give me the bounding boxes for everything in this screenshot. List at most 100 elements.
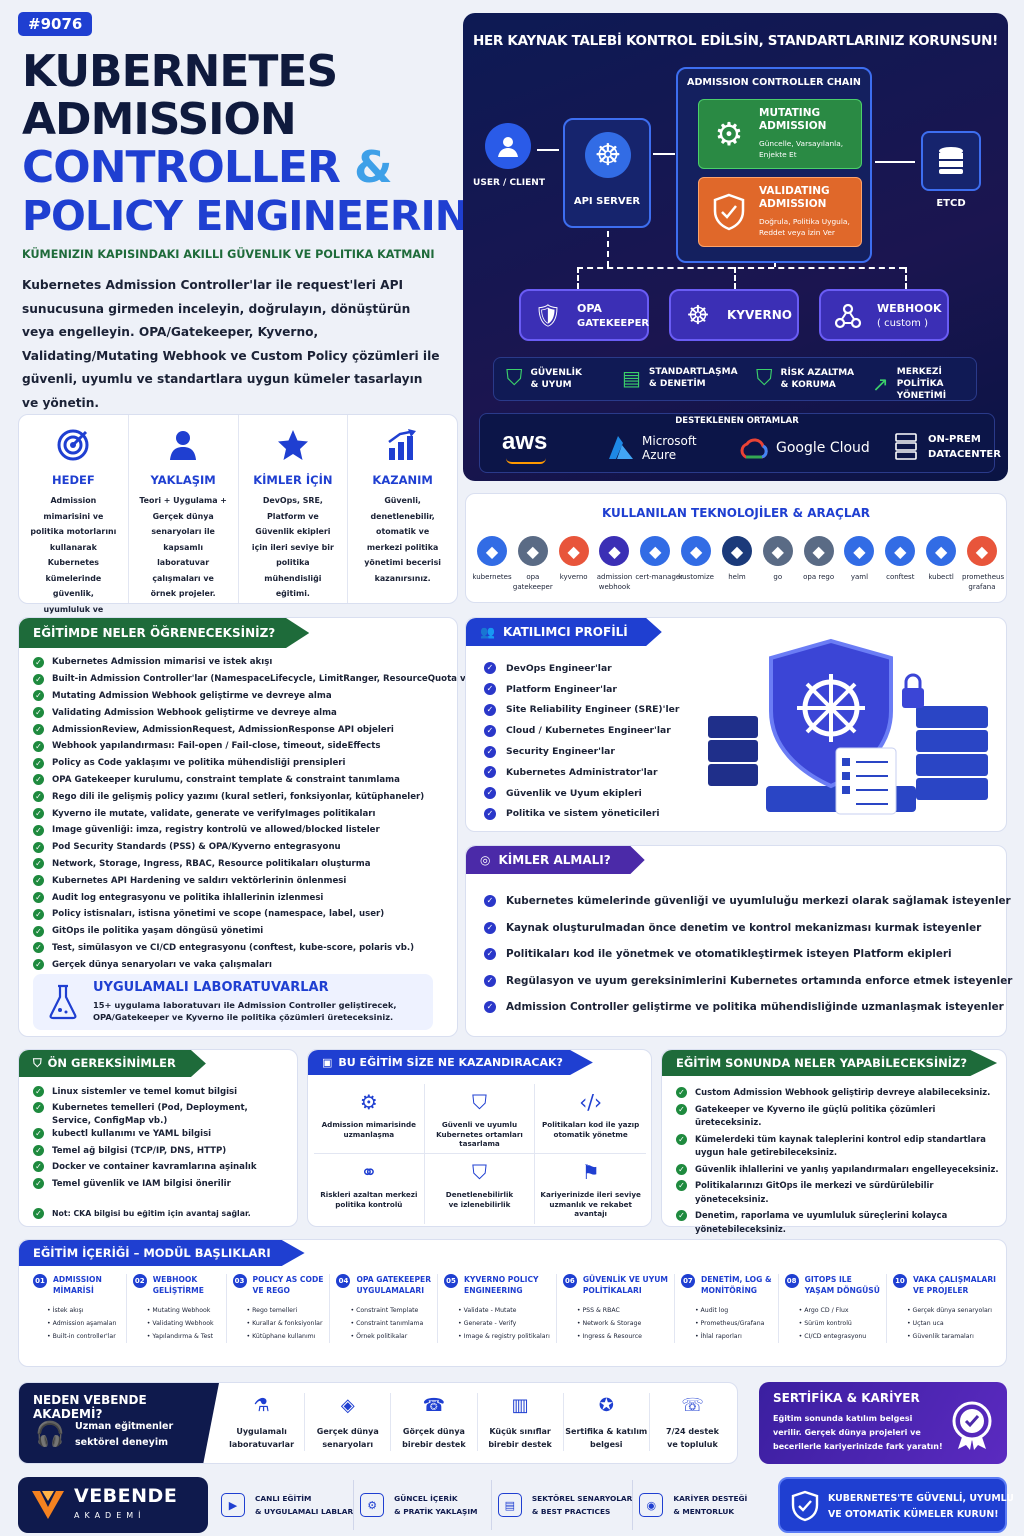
check-icon: ✓ — [33, 656, 44, 668]
benefit-title: RİSK AZALTMA — [780, 367, 855, 378]
check-icon: ✓ — [33, 707, 44, 719]
check-icon: ✓ — [676, 1210, 687, 1221]
list-item: ✓Docker ve container kavramlarına aşinal… — [33, 1161, 263, 1177]
tool-label: conftest — [886, 573, 915, 581]
module-subtopic: • Generate - Verify — [458, 1320, 517, 1327]
tool-item: ◆yaml — [839, 536, 879, 592]
check-icon: ✓ — [484, 948, 496, 961]
check-icon: ✓ — [484, 683, 496, 696]
footer-feature: ▶CANLI EĞİTİM& UYGULAMALI LABLAR — [215, 1480, 355, 1530]
list-item-text: Kyverno ile mutate, validate, generate v… — [52, 808, 376, 819]
list-item: ✓Kyverno ile mutate, validate, generate … — [33, 805, 479, 822]
prereq-note: ✓Not: CKA bilgisi bu eğitim için avantaj… — [33, 1208, 251, 1219]
list-item: ✓Built-in Admission Controller'lar (Name… — [33, 671, 479, 688]
check-icon: ✓ — [33, 824, 44, 836]
prereq-title-text: ÖN GEREKSİNİMLER — [47, 1056, 176, 1070]
cert-title: SERTİFİKA & KARİYER — [773, 1391, 920, 1405]
api-server-label: API SERVER — [573, 196, 641, 207]
list-item-text: Test, simülasyon ve CI/CD entegrasyonu (… — [52, 942, 415, 953]
list-item-text: OPA Gatekeeper kurulumu, constraint temp… — [52, 774, 400, 785]
check-icon: ✓ — [484, 1001, 496, 1014]
module-subtopics: • PSS & RBAC• Network & Storage• Ingress… — [563, 1304, 668, 1343]
intro-text: Kubernetes Admission Controller'lar ile … — [22, 278, 440, 410]
list-item: ✓Platform Engineer'lar — [484, 679, 679, 700]
tool-icon: ◆ — [517, 536, 548, 566]
trainer-icon: 🎧 — [35, 1420, 65, 1448]
list-item: ✓Gerçek dünya senaryoları ve vaka çalışm… — [33, 956, 479, 973]
list-item: ✓Politika ve sistem yöneticileri — [484, 804, 679, 825]
tool-label: opa rego — [803, 573, 835, 581]
list-item-text: Validating Admission Webhook geliştirme … — [52, 707, 337, 718]
network-icon: ⚭ — [360, 1160, 378, 1184]
module-subtopic: • CI/CD entegrasyonu — [798, 1333, 867, 1340]
benefits-bar: ⛉ GÜVENLİK& UYUM ▤ STANDARTLAŞMA& DENETİ… — [493, 357, 977, 401]
trend-icon: ↗ — [872, 372, 889, 396]
list-item: ✓GitOps ile politika yaşam döngüsü yönet… — [33, 923, 479, 940]
outcomes-title: EĞİTİM SONUNDA NELER YAPABİLECEKSİNİZ? — [662, 1050, 998, 1076]
list-item: ✓Linux sistemler ve temel komut bilgisi — [33, 1086, 263, 1102]
module-subtopics: • Validate - Mutate• Generate - Verify• … — [444, 1304, 550, 1343]
outcomes-list: ✓ Custom Admission Webhook geliştirip dev… — [676, 1086, 1000, 1239]
tool-item: ◆helm — [717, 536, 757, 592]
benefit-item: ⛉ GÜVENLİK& UYUM — [506, 366, 582, 391]
list-item: ✓Custom Admission Webhook geliştirip dev… — [676, 1086, 1000, 1100]
check-icon: ✓ — [676, 1133, 687, 1145]
list-item-text: Temel güvenlik ve IAM bilgisi önerilir — [52, 1178, 231, 1189]
title-ampersand: & — [354, 142, 392, 193]
lab-box: UYGULAMALI LABORATUVARLAR 15+ uygulama l… — [33, 974, 433, 1030]
module-subtopic: • Kütüphane kullanımı — [246, 1333, 316, 1340]
module-number: 02 — [132, 1274, 147, 1288]
list-item-text: Kümelerdeki tüm kaynak taleplerini kontr… — [695, 1133, 986, 1158]
check-icon: ✓ — [33, 892, 44, 904]
footer-feature-label: KARİYER DESTEĞİ& MENTORLUK — [673, 1494, 748, 1516]
azure-icon — [606, 434, 636, 462]
participants-title-text: KATILIMCI PROFİLİ — [502, 625, 628, 639]
check-icon: ✓ — [33, 690, 44, 702]
module-number: 06 — [562, 1274, 577, 1288]
list-item-text: DevOps Engineer'lar — [506, 662, 612, 674]
kyverno-icon: ☸ — [686, 301, 710, 331]
list-item-text: Rego dili ile gelişmiş policy yazımı (ku… — [52, 791, 425, 802]
list-item-text: Audit log entegrasyonu ve politika ihlal… — [52, 892, 324, 903]
gear-icon: ⚙ — [714, 115, 744, 153]
who-title-text: KİMLER ALMALI? — [498, 853, 611, 867]
diagram-heading: HER KAYNAK TALEBİ KONTROL EDİLSİN, STAND… — [473, 33, 998, 49]
tool-icon: ◆ — [640, 536, 671, 566]
azure-line-2: Azure — [642, 448, 677, 462]
tool-item: ◆kubernetes — [472, 536, 512, 592]
who-list: ✓Kubernetes kümelerinde güvenliği ve uyu… — [484, 888, 1012, 1021]
check-icon: ✓ — [484, 895, 496, 908]
check-icon: ✓ — [33, 1144, 44, 1156]
list-item-text: Kaynak oluşturulmadan önce denetim ve ko… — [506, 921, 982, 934]
list-item-text: Mutating Admission Webhook geliştirme ve… — [52, 690, 332, 701]
dashed-connector — [734, 267, 736, 289]
dashed-connector — [577, 267, 579, 289]
page-title: KUBERNETES ADMISSION CONTROLLER & POLICY… — [22, 48, 502, 241]
module-subtopic: • Audit log — [694, 1307, 729, 1314]
list-item: ✓Policy istisnaları, istisna yönetimi ve… — [33, 906, 479, 923]
list-item: ✓ Kümelerdeki tüm kaynak taleplerini kont… — [676, 1133, 1000, 1160]
list-item: ✓AdmissionReview, AdmissionRequest, Admi… — [33, 721, 479, 738]
brand-logo-icon — [30, 1487, 66, 1523]
module-subtopic: • Image & registry politikaları — [458, 1333, 550, 1340]
list-item: ✓Admission Controller geliştirme ve poli… — [484, 994, 1012, 1021]
list-item-text: Custom Admission Webhook geliştirip devr… — [695, 1087, 991, 1097]
module-subtopics: • Constraint Template• Constraint tanıml… — [336, 1304, 431, 1343]
brand-sub: AKADEMİ — [74, 1511, 146, 1520]
tool-item: ◆opa rego — [799, 536, 839, 592]
engine-sub: ( custom ) — [877, 318, 928, 329]
shield-check-icon: ⛉ — [506, 366, 523, 391]
validating-desc: Doğrula, Politika Uygula, Reddet veya İz… — [759, 217, 850, 237]
